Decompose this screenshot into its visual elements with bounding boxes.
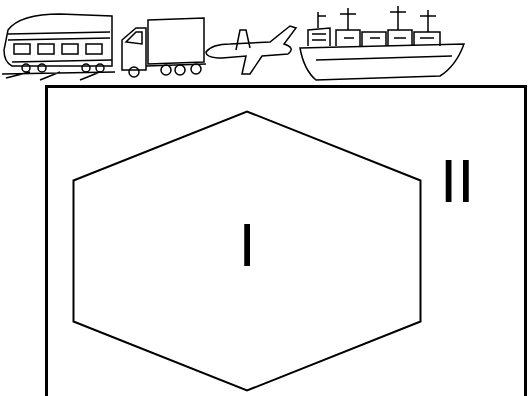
outer-region: III [45,85,527,396]
train-icon [2,14,115,80]
hexagon-line [74,112,421,391]
hexagon-region: I [72,110,422,392]
text-holder: I [238,214,255,276]
transport-icons [0,0,531,84]
ship-icon [300,6,464,80]
truck-icon [122,18,206,77]
region-numeral: I [238,214,255,276]
region-numeral: II [440,150,474,212]
text-holder: II [440,150,474,212]
airplane-icon [206,26,296,74]
